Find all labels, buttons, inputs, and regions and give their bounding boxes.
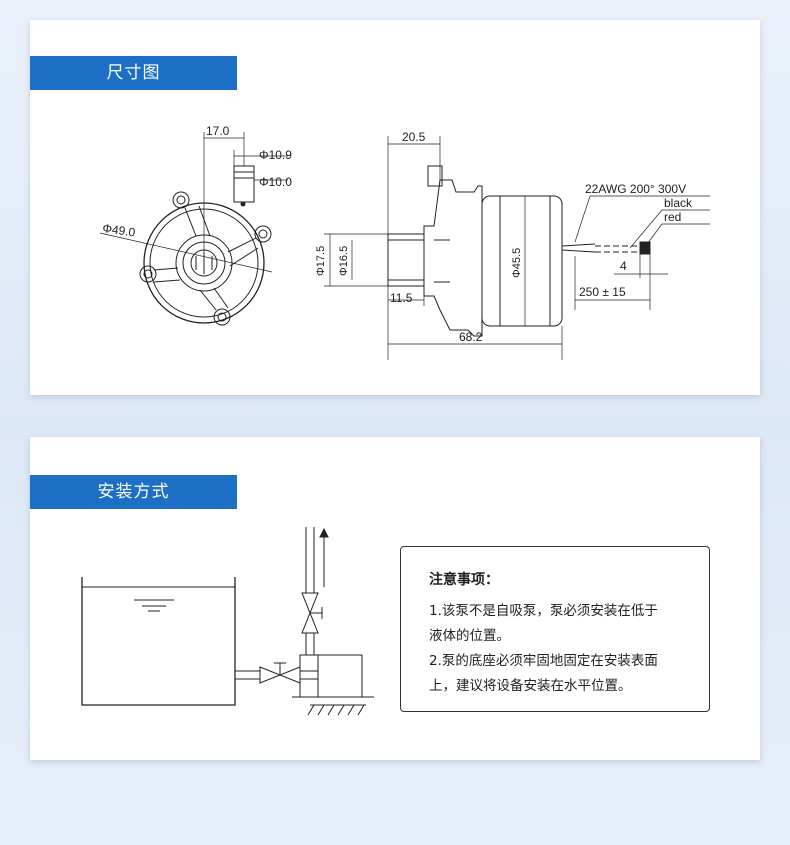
side-total-length-label: 68.2 (459, 330, 483, 344)
notes-line-4: 上，建议将设备安装在水平位置。 (429, 678, 632, 694)
dimensions-section-title: 尺寸图 (30, 56, 237, 90)
side-motor-dia-label: Φ45.5 (511, 248, 523, 278)
side-inlet-outer-label: Φ17.5 (315, 246, 327, 276)
front-width-label: 17.0 (206, 124, 230, 138)
install-card: 安装方式 (30, 437, 760, 760)
side-inlet-inner-label: Φ16.5 (338, 246, 350, 276)
side-inlet-length-label: 11.5 (390, 291, 413, 305)
notes-box: 注意事项： 1.该泵不是自吸泵，泵必须安装在低于 液体的位置。 2.泵的底座必须… (400, 546, 710, 712)
notes-title: 注意事项： (429, 572, 499, 588)
notes-line-3: 2.泵的底座必须牢固地固定在安装表面 (429, 653, 658, 669)
notes-line-2: 液体的位置。 (429, 628, 510, 644)
side-view-pump (324, 136, 710, 360)
front-view-pump (99, 132, 288, 326)
wire-length-label: 250 ± 15 (579, 285, 626, 299)
side-outlet-label: 20.5 (402, 130, 426, 144)
notes-line-1: 1.该泵不是自吸泵，泵必须安装在低于 (429, 603, 658, 619)
wire-strip-length-label: 4 (620, 259, 627, 273)
dimension-drawing: 17.0 Φ10.9 Φ10.0 Φ49.0 20.5 Φ17.5 Φ16.5 … (99, 124, 710, 360)
wire-black-label: black (664, 196, 693, 210)
front-outer-dia-label: Φ10.9 (259, 148, 292, 162)
front-body-dia-label: Φ49.0 (102, 221, 137, 239)
dimensions-card: 尺寸图 (30, 20, 760, 395)
wire-spec-label: 22AWG 200° 300V (585, 182, 686, 196)
install-section-title: 安装方式 (30, 475, 237, 509)
install-diagram (81, 527, 374, 716)
wire-red-label: red (664, 210, 681, 224)
front-inner-dia-label: Φ10.0 (259, 175, 292, 189)
